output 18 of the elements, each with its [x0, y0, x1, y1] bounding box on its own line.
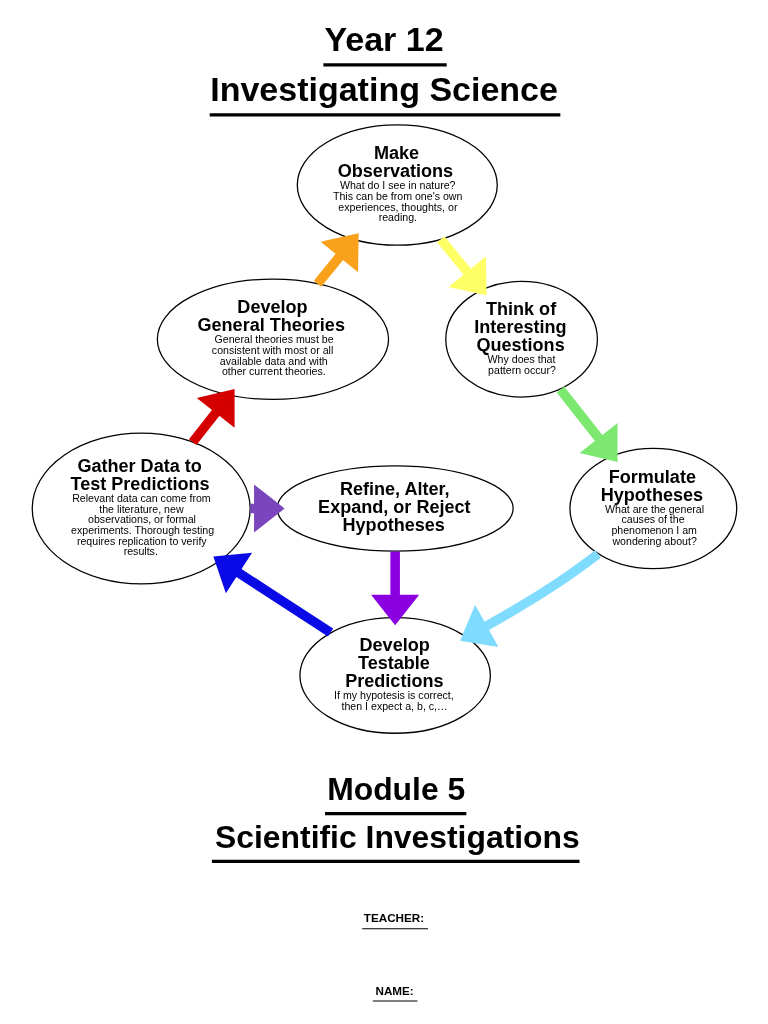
node-ellipse: Think of Interesting Questions Why does that pattern occur? — [444, 280, 598, 398]
node-ellipse: Formulate Hypotheses What are the general causes of the phenomenon I am wondering about? — [568, 447, 737, 570]
label: NAME: — [374, 983, 414, 997]
arrow — [313, 233, 359, 287]
node-ellipse: Develop General Theories General theories must be consistent with most or all available data and with other current theories. — [156, 278, 389, 401]
arrow — [212, 552, 333, 637]
arrow — [436, 236, 487, 296]
arrow — [188, 388, 235, 446]
diagram-title: Year 12 Investigating Science — [209, 20, 558, 109]
arrow — [556, 386, 618, 462]
label: Module 5 Scientific Investigations — [214, 771, 580, 856]
arrow — [370, 551, 419, 626]
node-ellipse: Gather Data to Test Predictions Relevant data can come from the literature, new observations, or formal experiments. Thorough testing requires replication to verify results. — [31, 432, 251, 585]
node-ellipse: Refine, Alter, Expand, or Reject Hypotheses — [276, 465, 514, 552]
arrow — [459, 550, 601, 647]
node-ellipse: Make Observations What do I see in nature? This can be from one's own experiences, thoughts, or reading. — [296, 124, 498, 246]
node-ellipse: Develop Testable Predictions If my hypotesis is correct, then I expect a, b, c,… — [298, 617, 491, 734]
label: TEACHER: — [363, 911, 424, 925]
